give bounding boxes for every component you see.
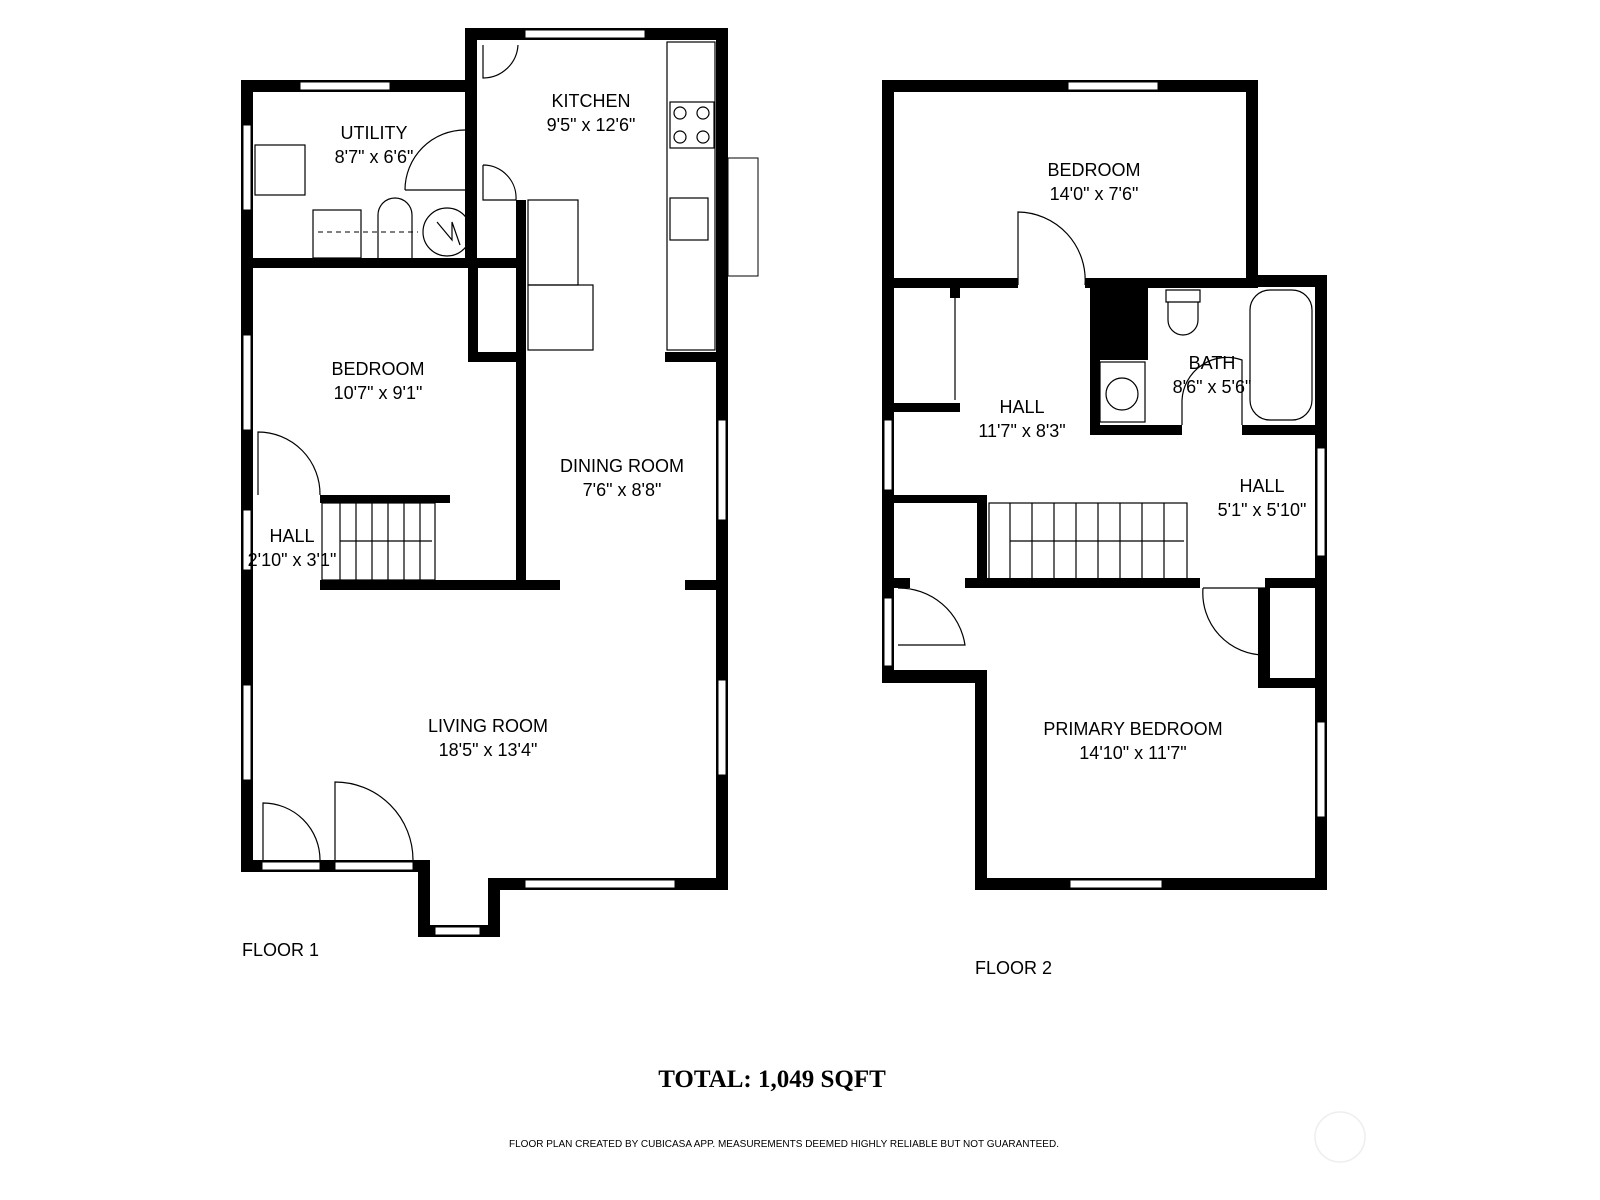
floor-2-stairs xyxy=(988,502,1188,581)
floor-1-stairs xyxy=(321,502,436,581)
room-name: DINING ROOM xyxy=(560,456,684,476)
floor-1-label: FLOOR 1 xyxy=(242,940,319,960)
room-living-room: LIVING ROOM 18'5" x 13'4" xyxy=(428,716,548,760)
room-size: 8'7" x 6'6" xyxy=(335,147,414,167)
room-name: BEDROOM xyxy=(331,359,424,379)
floor-2-walls xyxy=(882,80,1327,890)
room-bedroom-1: BEDROOM 10'7" x 9'1" xyxy=(331,359,424,403)
room-size: 18'5" x 13'4" xyxy=(439,740,538,760)
room-name: HALL xyxy=(1239,476,1284,496)
room-name: HALL xyxy=(269,526,314,546)
floor-2-fixtures xyxy=(897,211,1313,656)
room-size: 2'10" x 3'1" xyxy=(248,550,337,570)
room-hall-1: HALL 2'10" x 3'1" xyxy=(248,526,337,570)
room-size: 7'6" x 8'8" xyxy=(583,480,662,500)
room-size: 14'10" x 11'7" xyxy=(1079,743,1186,763)
room-size: 14'0" x 7'6" xyxy=(1050,184,1139,204)
room-name: KITCHEN xyxy=(551,91,630,111)
room-size: 5'1" x 5'10" xyxy=(1218,500,1307,520)
room-bath: BATH 8'6" x 5'6" xyxy=(1173,353,1252,397)
room-name: BEDROOM xyxy=(1047,160,1140,180)
water-heater-icon xyxy=(422,207,472,257)
room-bedroom-2: BEDROOM 14'0" x 7'6" xyxy=(1047,160,1140,204)
disclaimer: FLOOR PLAN CREATED BY CUBICASA APP. MEAS… xyxy=(509,1139,1059,1150)
total-area: TOTAL: 1,049 SQFT xyxy=(658,1066,886,1093)
room-kitchen: KITCHEN 9'5" x 12'6" xyxy=(547,91,636,135)
room-size: 9'5" x 12'6" xyxy=(547,115,636,135)
floor-1-fixtures xyxy=(254,41,716,861)
room-primary-bedroom: PRIMARY BEDROOM 14'10" x 11'7" xyxy=(1043,719,1222,763)
room-hall-2: HALL 11'7" x 8'3" xyxy=(978,397,1065,441)
room-size: 8'6" x 5'6" xyxy=(1173,377,1252,397)
room-hall-3: HALL 5'1" x 5'10" xyxy=(1218,476,1307,520)
room-size: 10'7" x 9'1" xyxy=(334,383,423,403)
room-dining-room: DINING ROOM 7'6" x 8'8" xyxy=(560,456,684,500)
room-utility: UTILITY 8'7" x 6'6" xyxy=(335,123,414,167)
room-name: BATH xyxy=(1189,353,1236,373)
room-name: HALL xyxy=(999,397,1044,417)
floor-1-walls xyxy=(241,28,759,937)
room-name: UTILITY xyxy=(340,123,407,143)
floor-2-label: FLOOR 2 xyxy=(975,958,1052,978)
room-size: 11'7" x 8'3" xyxy=(978,421,1065,441)
room-name: LIVING ROOM xyxy=(428,716,548,736)
room-name: PRIMARY BEDROOM xyxy=(1043,719,1222,739)
watermark-logo xyxy=(1314,1111,1366,1163)
